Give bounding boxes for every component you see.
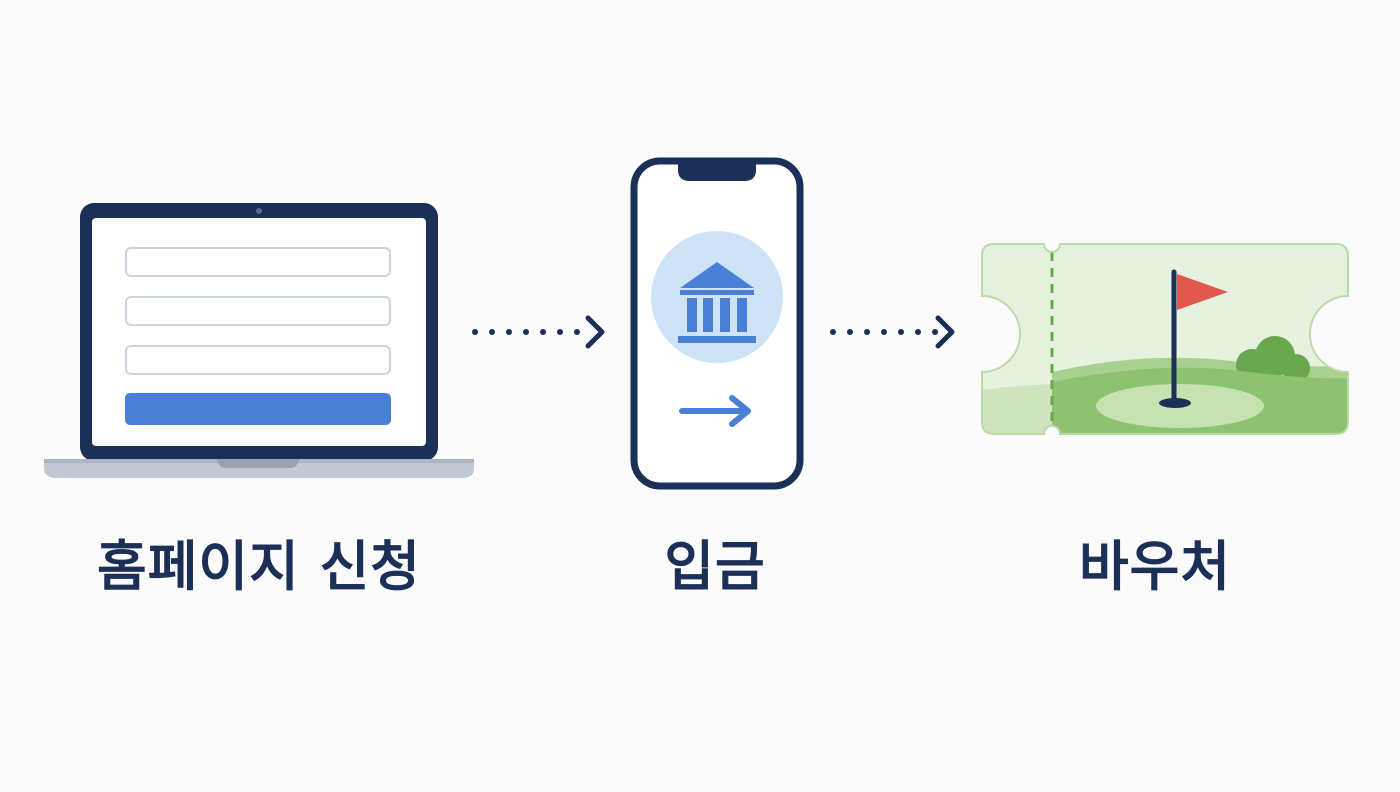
- phone-bank-transfer-icon: [630, 157, 804, 490]
- golf-flag-icon: [1159, 269, 1228, 408]
- laptop-form-icon: [44, 203, 474, 478]
- form-submit-button: [125, 393, 391, 425]
- step-label-application: 홈페이지 신청: [97, 535, 421, 598]
- dotted-arrow-icon: [472, 315, 605, 349]
- form-field-2: [125, 296, 391, 326]
- form-field-3: [125, 345, 391, 375]
- golf-voucher-ticket-icon: [981, 243, 1349, 435]
- transfer-arrow-icon: [679, 395, 751, 427]
- step-label-voucher: 바우처: [1078, 535, 1232, 598]
- step-label-deposit: 입금: [664, 535, 766, 598]
- bank-icon: [678, 262, 756, 343]
- dotted-arrow-icon: [830, 315, 955, 349]
- form-field-1: [125, 247, 391, 277]
